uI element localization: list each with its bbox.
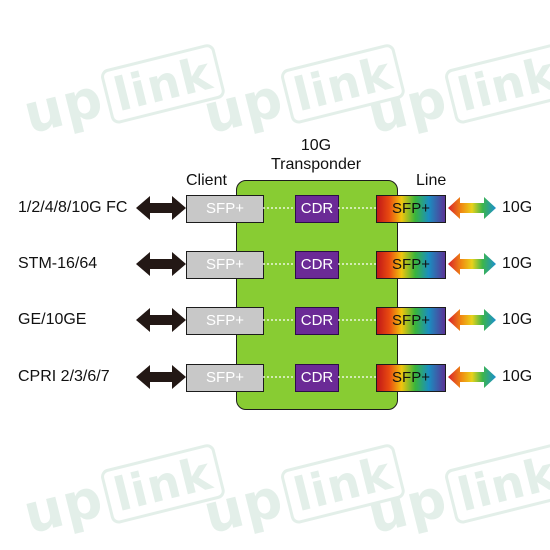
- row-3-connectors: [136, 308, 496, 332]
- service-label: STM-16/64: [18, 255, 98, 272]
- client-sfp-module: SFP+: [186, 364, 264, 392]
- line-label: Line: [416, 172, 447, 189]
- title-line-1: 10G: [300, 137, 332, 154]
- service-label: 1/2/4/8/10G FC: [18, 199, 128, 216]
- line-double-arrow: [448, 197, 496, 219]
- client-double-arrow: [136, 252, 186, 276]
- line-sfp-module: SFP+: [376, 307, 446, 335]
- line-sfp-module: SFP+: [376, 195, 446, 223]
- line-rate-label: 10G: [502, 255, 533, 272]
- cdr-chip: CDR: [295, 364, 339, 392]
- cdr-chip: CDR: [295, 307, 339, 335]
- line-rate-label: 10G: [502, 368, 533, 385]
- line-double-arrow: [448, 309, 496, 331]
- row-1-connectors: [136, 196, 496, 220]
- client-double-arrow: [136, 365, 186, 389]
- client-label: Client: [186, 172, 227, 189]
- cdr-chip: CDR: [295, 251, 339, 279]
- service-label: GE/10GE: [18, 311, 87, 328]
- client-double-arrow: [136, 308, 186, 332]
- line-sfp-module: SFP+: [376, 364, 446, 392]
- row-2-connectors: [136, 252, 496, 276]
- client-sfp-module: SFP+: [186, 307, 264, 335]
- client-sfp-module: SFP+: [186, 195, 264, 223]
- line-sfp-module: SFP+: [376, 251, 446, 279]
- line-rate-label: 10G: [502, 311, 533, 328]
- line-double-arrow: [448, 366, 496, 388]
- cdr-chip: CDR: [295, 195, 339, 223]
- line-double-arrow: [448, 253, 496, 275]
- service-label: CPRI 2/3/6/7: [18, 368, 110, 385]
- client-sfp-module: SFP+: [186, 251, 264, 279]
- client-double-arrow: [136, 196, 186, 220]
- row-4-connectors: [136, 365, 496, 389]
- title-line-2: Transponder: [270, 156, 362, 173]
- line-rate-label: 10G: [502, 199, 533, 216]
